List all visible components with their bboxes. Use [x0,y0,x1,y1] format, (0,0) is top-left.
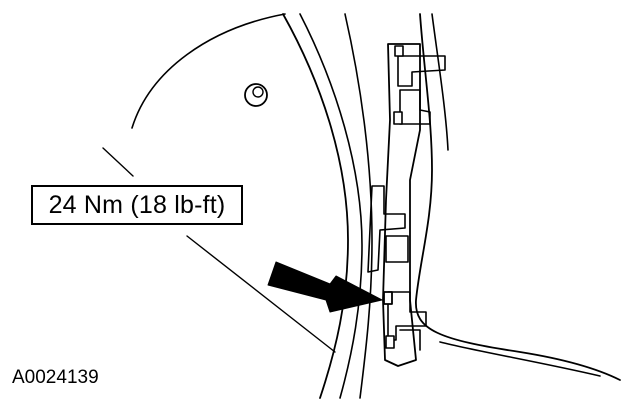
body-panel-curve [131,13,286,129]
striker-detail [385,235,409,263]
leader-line-upper [102,147,134,177]
upper-hinge [397,55,446,87]
body-contour-inner [431,13,449,151]
upper-hinge-bracket [399,89,431,125]
sill-line [439,341,601,377]
pillar-edge-2 [299,13,363,399]
lower-bolt-target [383,291,393,305]
striker-bracket [367,185,406,273]
torque-spec-text: 24 Nm (18 lb-ft) [48,190,226,219]
pointer-arrow [267,261,383,313]
leader-line-lower [186,235,336,353]
body-contour-right [415,13,621,381]
pillar-edge-3 [344,13,373,399]
round-plug [244,83,268,107]
hinge-plate [382,43,421,367]
lower-bolt-2 [385,335,395,349]
round-plug-inner [252,86,264,98]
figure-code: A0024139 [12,367,99,388]
pillar-edge-1 [282,13,349,399]
upper-bolt-1 [394,45,404,57]
upper-bolt-2 [393,111,403,125]
lower-hinge-arm [399,329,421,351]
torque-spec-callout: 24 Nm (18 lb-ft) [31,185,243,225]
